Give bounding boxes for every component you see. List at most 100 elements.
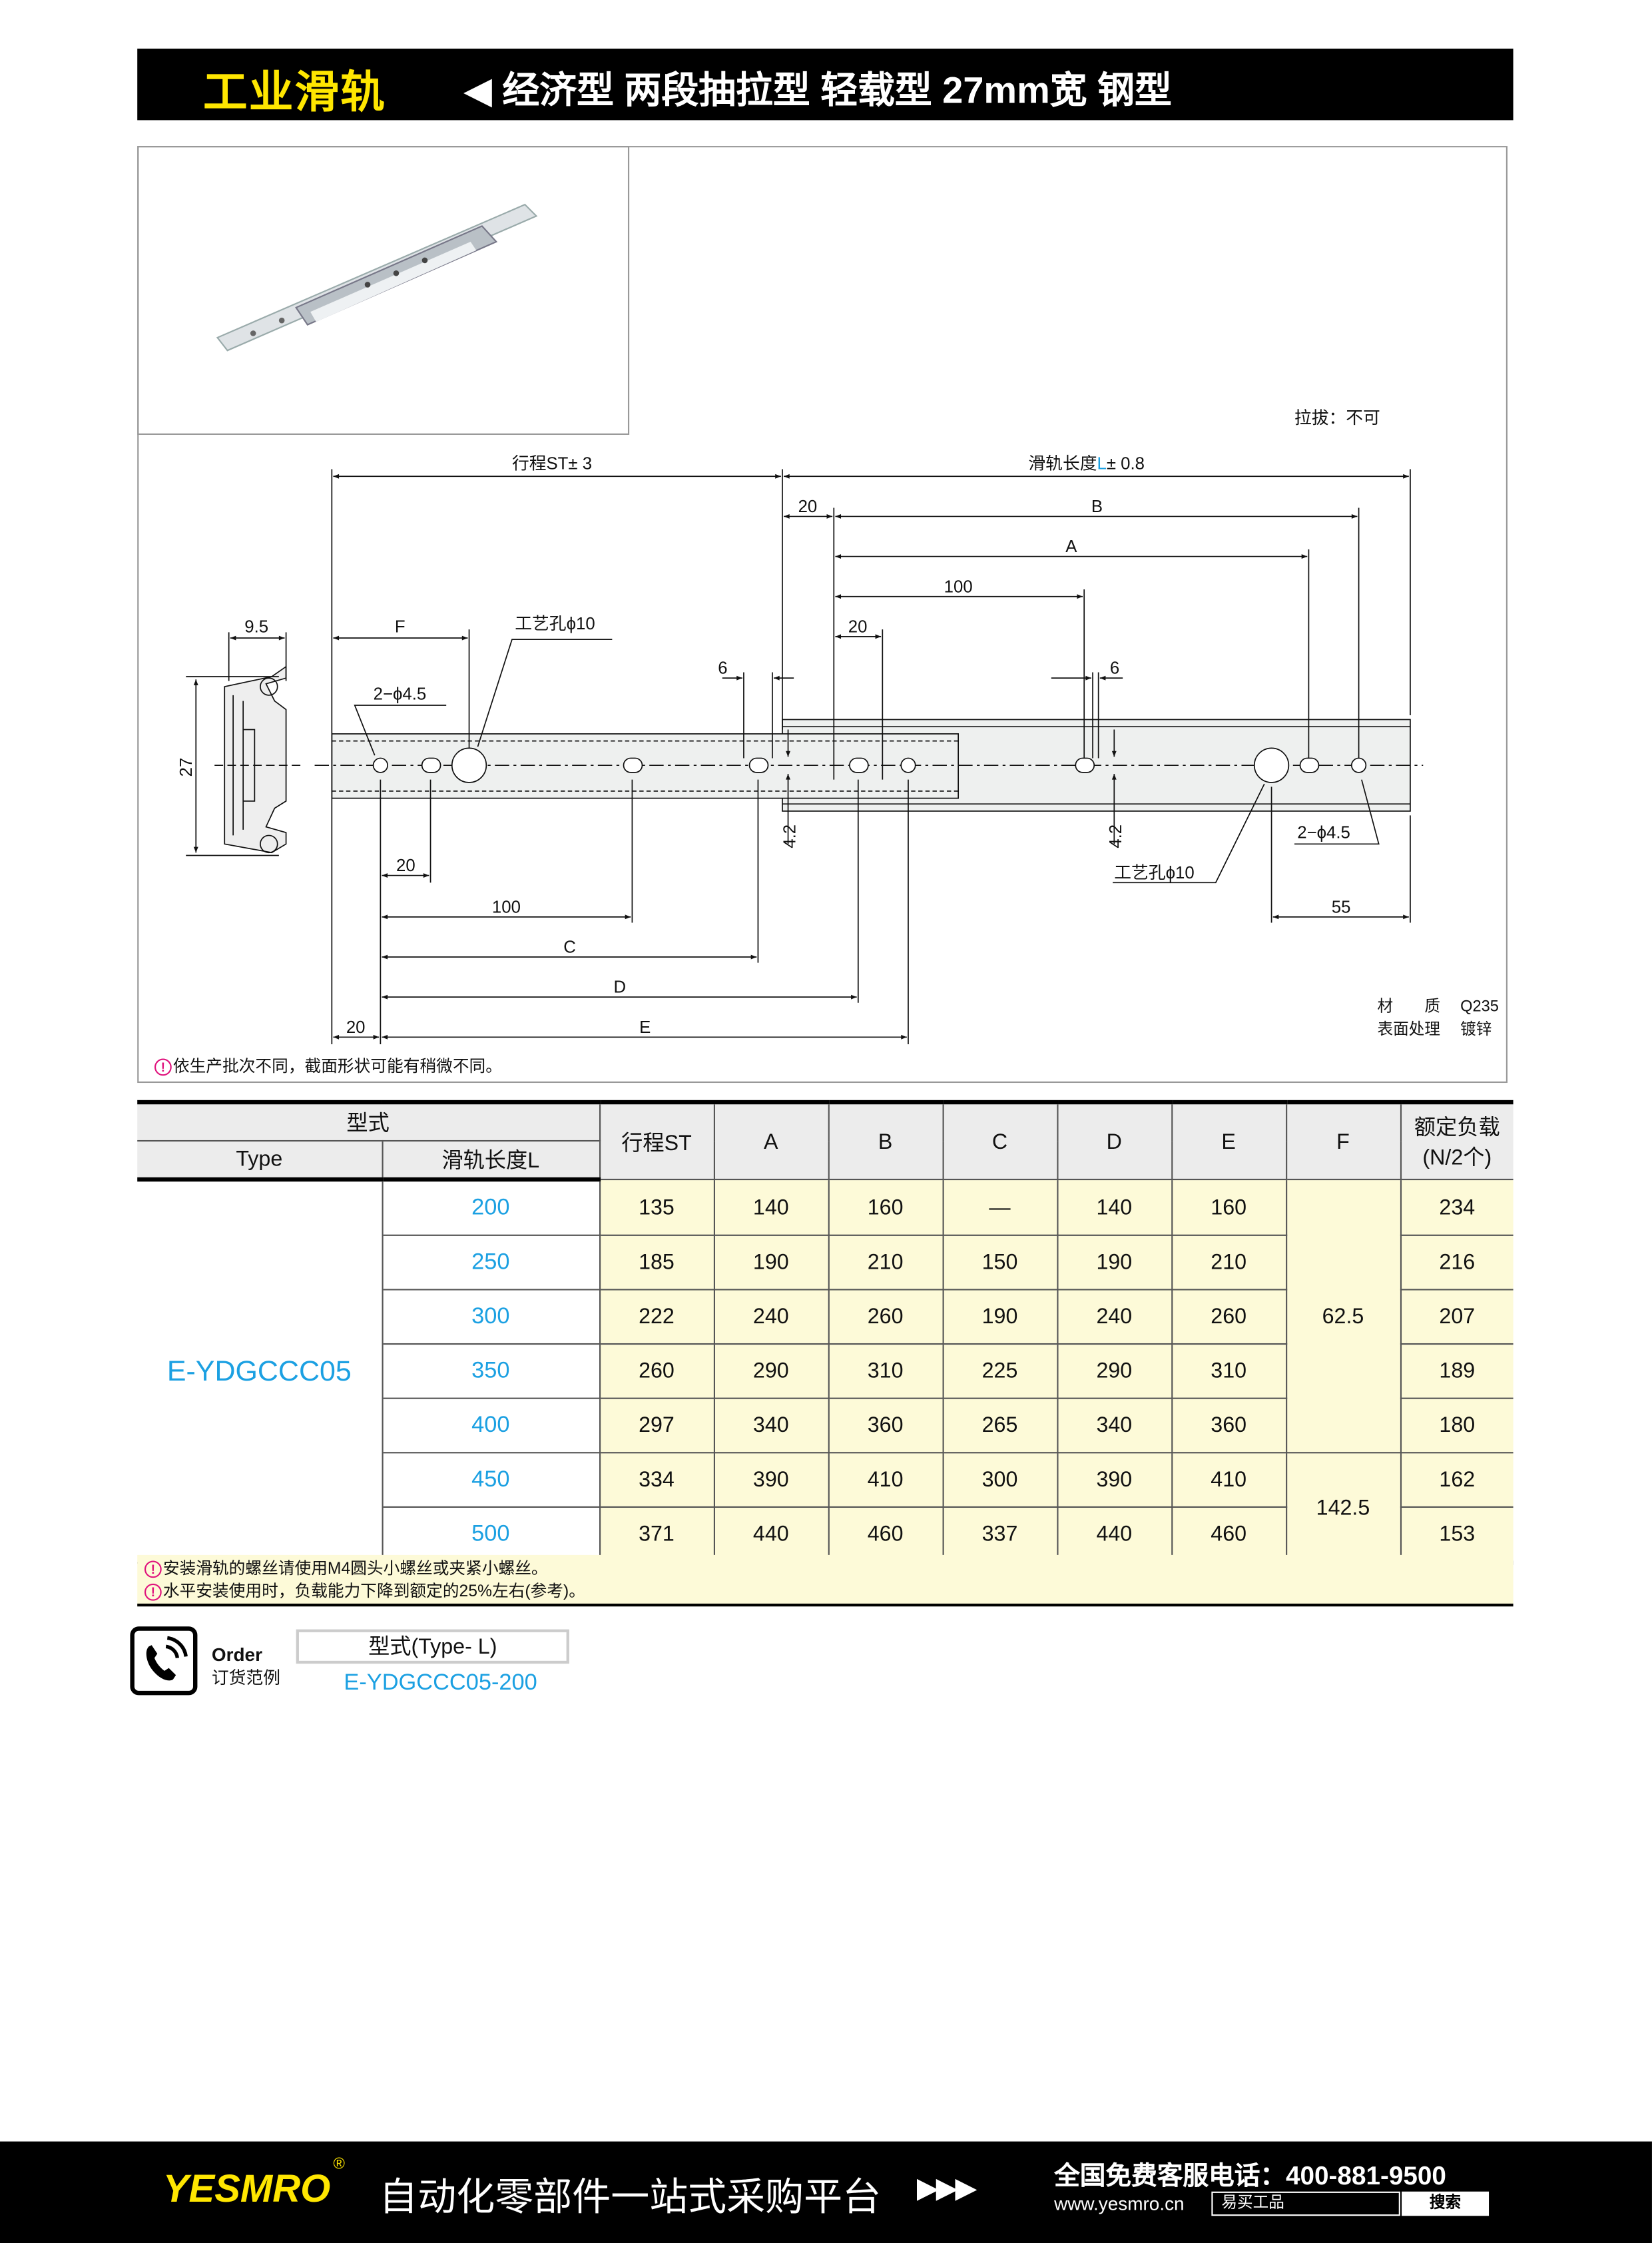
drawing-note-text: 依生产批次不同，截面形状可能有稍微不同。 — [172, 1058, 502, 1076]
page-header: 工业滑轨 ◀ 经济型 两段抽拉型 轻载型 27mm宽 钢型 — [137, 49, 1514, 121]
search-button[interactable]: 搜索 — [1402, 2191, 1490, 2216]
brand-logo: YESMRO — [162, 2167, 331, 2210]
length-cell: 200 — [381, 1178, 601, 1236]
st-cell: 185 — [598, 1234, 714, 1291]
d-cell: 340 — [1056, 1397, 1173, 1454]
phone-icon — [130, 1626, 198, 1696]
order-example: E-YDGCCC05-200 — [344, 1670, 537, 1696]
th-b: B — [827, 1100, 944, 1181]
e-cell: 310 — [1171, 1343, 1287, 1399]
surface-value: 镀锌 — [1460, 1020, 1492, 1038]
c-cell: — — [942, 1178, 1058, 1236]
b-cell: 360 — [827, 1397, 944, 1454]
length-cell: 300 — [381, 1289, 601, 1345]
dim-label: 6 — [1110, 659, 1119, 678]
e-cell: 410 — [1171, 1452, 1287, 1508]
th-type: Type — [137, 1139, 383, 1182]
length-cell: 350 — [381, 1343, 601, 1399]
a-cell: 190 — [712, 1234, 829, 1291]
dim-label: F — [395, 617, 406, 636]
pull-out-note: 拉拔：不可 — [1294, 408, 1380, 428]
product-photo-frame — [137, 146, 630, 435]
th-load: 额定负载 (N/2个) — [1399, 1100, 1514, 1181]
e-cell: 210 — [1171, 1234, 1287, 1291]
hole-callout: 2−ϕ4.5 — [1297, 824, 1350, 842]
b-cell: 310 — [827, 1343, 944, 1399]
th-load-unit: (N/2个) — [1422, 1145, 1492, 1171]
th-c: C — [942, 1100, 1058, 1181]
d-cell: 290 — [1056, 1343, 1173, 1399]
order-subtitle: 订货范例 — [211, 1668, 281, 1688]
material-label: 材 质 — [1378, 998, 1440, 1016]
dim-label: 4.2 — [780, 824, 799, 848]
length-cell: 400 — [381, 1397, 601, 1454]
stroke-dim-label: 行程ST± 3 — [512, 454, 592, 474]
dim-label: 4.2 — [1107, 824, 1125, 848]
product-subtitle: ◀ 经济型 两段抽拉型 轻载型 27mm宽 钢型 — [463, 69, 1172, 112]
dim-label: C — [563, 938, 576, 957]
length-dim-label: 滑轨长度L± 0.8 — [1028, 454, 1145, 474]
c-cell: 225 — [942, 1343, 1058, 1399]
th-a: A — [712, 1100, 829, 1181]
d-cell: 190 — [1056, 1234, 1173, 1291]
drawing-frame — [137, 146, 1508, 1084]
st-cell: 334 — [598, 1452, 714, 1508]
load-cell: 162 — [1399, 1452, 1514, 1508]
order-title: Order — [211, 1644, 262, 1666]
c-cell: 300 — [942, 1452, 1058, 1508]
dim-label: A — [1065, 537, 1077, 556]
note-item: !水平安装使用时，负载能力下降到额定的25%左右(参考)。 — [144, 1581, 1514, 1604]
load-cell: 207 — [1399, 1289, 1514, 1345]
slogan: 自动化零部件一站式采购平台 — [379, 2176, 882, 2219]
dim-label: 20 — [848, 617, 868, 636]
d-cell: 140 — [1056, 1178, 1173, 1236]
website-link[interactable]: www.yesmro.cn — [1054, 2192, 1185, 2215]
dim-label: 6 — [718, 659, 727, 678]
b-cell: 160 — [827, 1178, 944, 1236]
dim-label: 55 — [1332, 898, 1351, 916]
load-cell: 180 — [1399, 1397, 1514, 1454]
dim-label: E — [639, 1018, 651, 1037]
warning-icon: ! — [144, 1583, 162, 1601]
type-cell: E-YDGCCC05 — [137, 1178, 383, 1564]
category-title: 工业滑轨 — [203, 67, 386, 118]
b-cell: 260 — [827, 1289, 944, 1345]
dim-label: 20 — [798, 497, 818, 516]
length-cell: 250 — [381, 1234, 601, 1291]
product-photo — [216, 203, 538, 352]
th-d: D — [1056, 1100, 1173, 1181]
surface-label: 表面处理 — [1378, 1020, 1440, 1038]
b-cell: 210 — [827, 1234, 944, 1291]
dim-label: 27 — [177, 758, 196, 777]
drawing-note: !依生产批次不同，截面形状可能有稍微不同。 — [154, 1054, 502, 1077]
technical-drawing: 拉拔：不可 行程ST± 3 滑轨长度L± 0.8 20 B A 100 20 F… — [177, 408, 1499, 1045]
a-cell: 240 — [712, 1289, 829, 1345]
d-cell: 240 — [1056, 1289, 1173, 1345]
registered-mark: ® — [333, 2156, 345, 2173]
dim-label: 20 — [346, 1018, 366, 1037]
e-cell: 360 — [1171, 1397, 1287, 1454]
b-cell: 410 — [827, 1452, 944, 1508]
note-text: 水平安装使用时，负载能力下降到额定的25%左右(参考)。 — [162, 1583, 585, 1601]
st-cell: 135 — [598, 1178, 714, 1236]
c-cell: 150 — [942, 1234, 1058, 1291]
warning-icon: ! — [154, 1058, 172, 1076]
arrows-icon: ▶▶▶ — [916, 2172, 977, 2205]
load-cell: 216 — [1399, 1234, 1514, 1291]
st-cell: 297 — [598, 1397, 714, 1454]
th-load-label: 额定负载 — [1414, 1116, 1500, 1140]
dim-label: 9.5 — [244, 617, 268, 636]
footer-banner: YESMRO ® 自动化零部件一站式采购平台 ▶▶▶ 全国免费客服电话：400-… — [0, 2141, 1652, 2243]
th-f: F — [1285, 1100, 1401, 1181]
process-hole-callout: 工艺孔ϕ10 — [1114, 864, 1194, 882]
dim-label: B — [1091, 497, 1103, 516]
load-cell: 189 — [1399, 1343, 1514, 1399]
search-input[interactable]: 易买工品 — [1211, 2191, 1400, 2216]
